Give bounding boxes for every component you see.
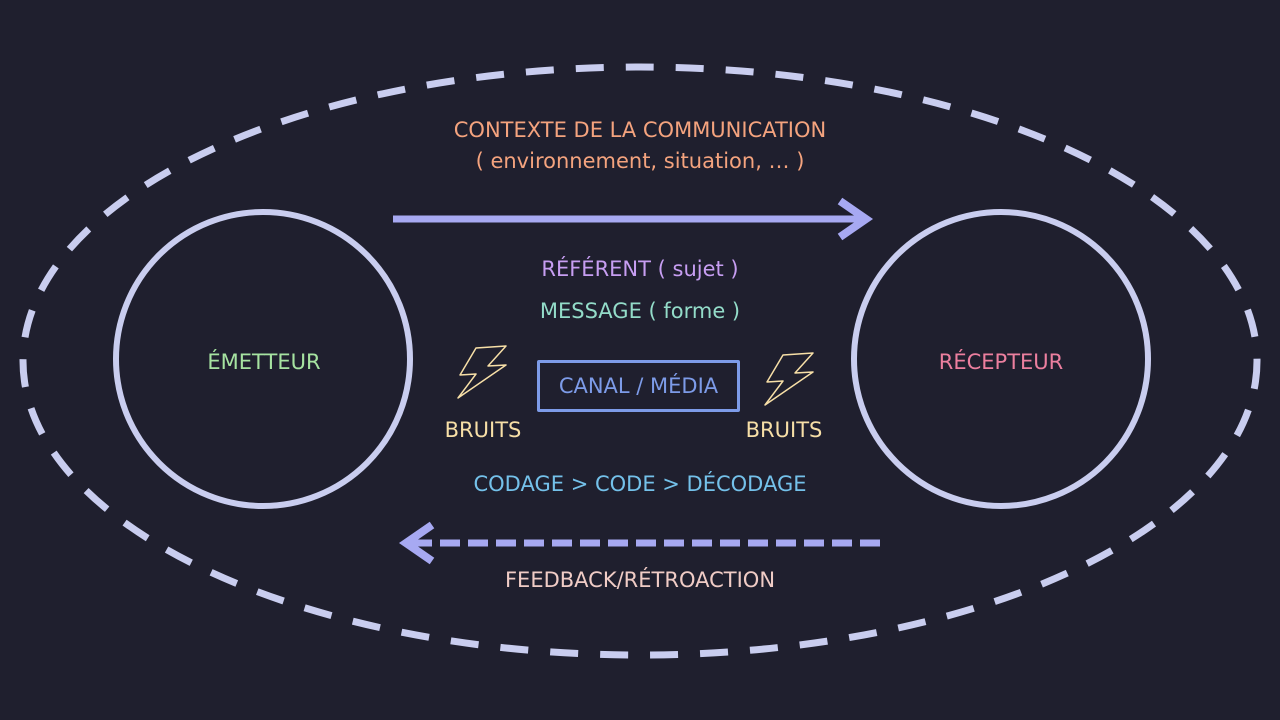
context-title: CONTEXTE DE LA COMMUNICATION (453, 118, 827, 142)
recepteur-label: RÉCEPTEUR (938, 350, 1064, 374)
codage-label: CODAGE > CODE > DÉCODAGE (473, 472, 807, 496)
canal-label: CANAL / MÉDIA (558, 374, 719, 398)
recepteur-circle (851, 209, 1151, 509)
emetteur-circle (113, 209, 413, 509)
lightning-bolt-icon (457, 345, 507, 399)
canal-box: CANAL / MÉDIA (537, 360, 740, 412)
message-label: MESSAGE ( forme ) (539, 299, 741, 323)
context-ellipse (19, 63, 1261, 659)
referent-label: RÉFÉRENT ( sujet ) (541, 257, 739, 281)
bruits-left-label: BRUITS (444, 418, 522, 442)
arrow-right-icon (393, 197, 874, 241)
lightning-bolt-icon (764, 352, 814, 406)
dashed-arrow-left-icon (398, 521, 880, 565)
emetteur-label: ÉMETTEUR (207, 350, 321, 374)
context-subtitle: ( environnement, situation, … ) (475, 149, 805, 173)
bruits-right-label: BRUITS (745, 418, 823, 442)
feedback-label: FEEDBACK/RÉTROACTION (504, 568, 776, 592)
